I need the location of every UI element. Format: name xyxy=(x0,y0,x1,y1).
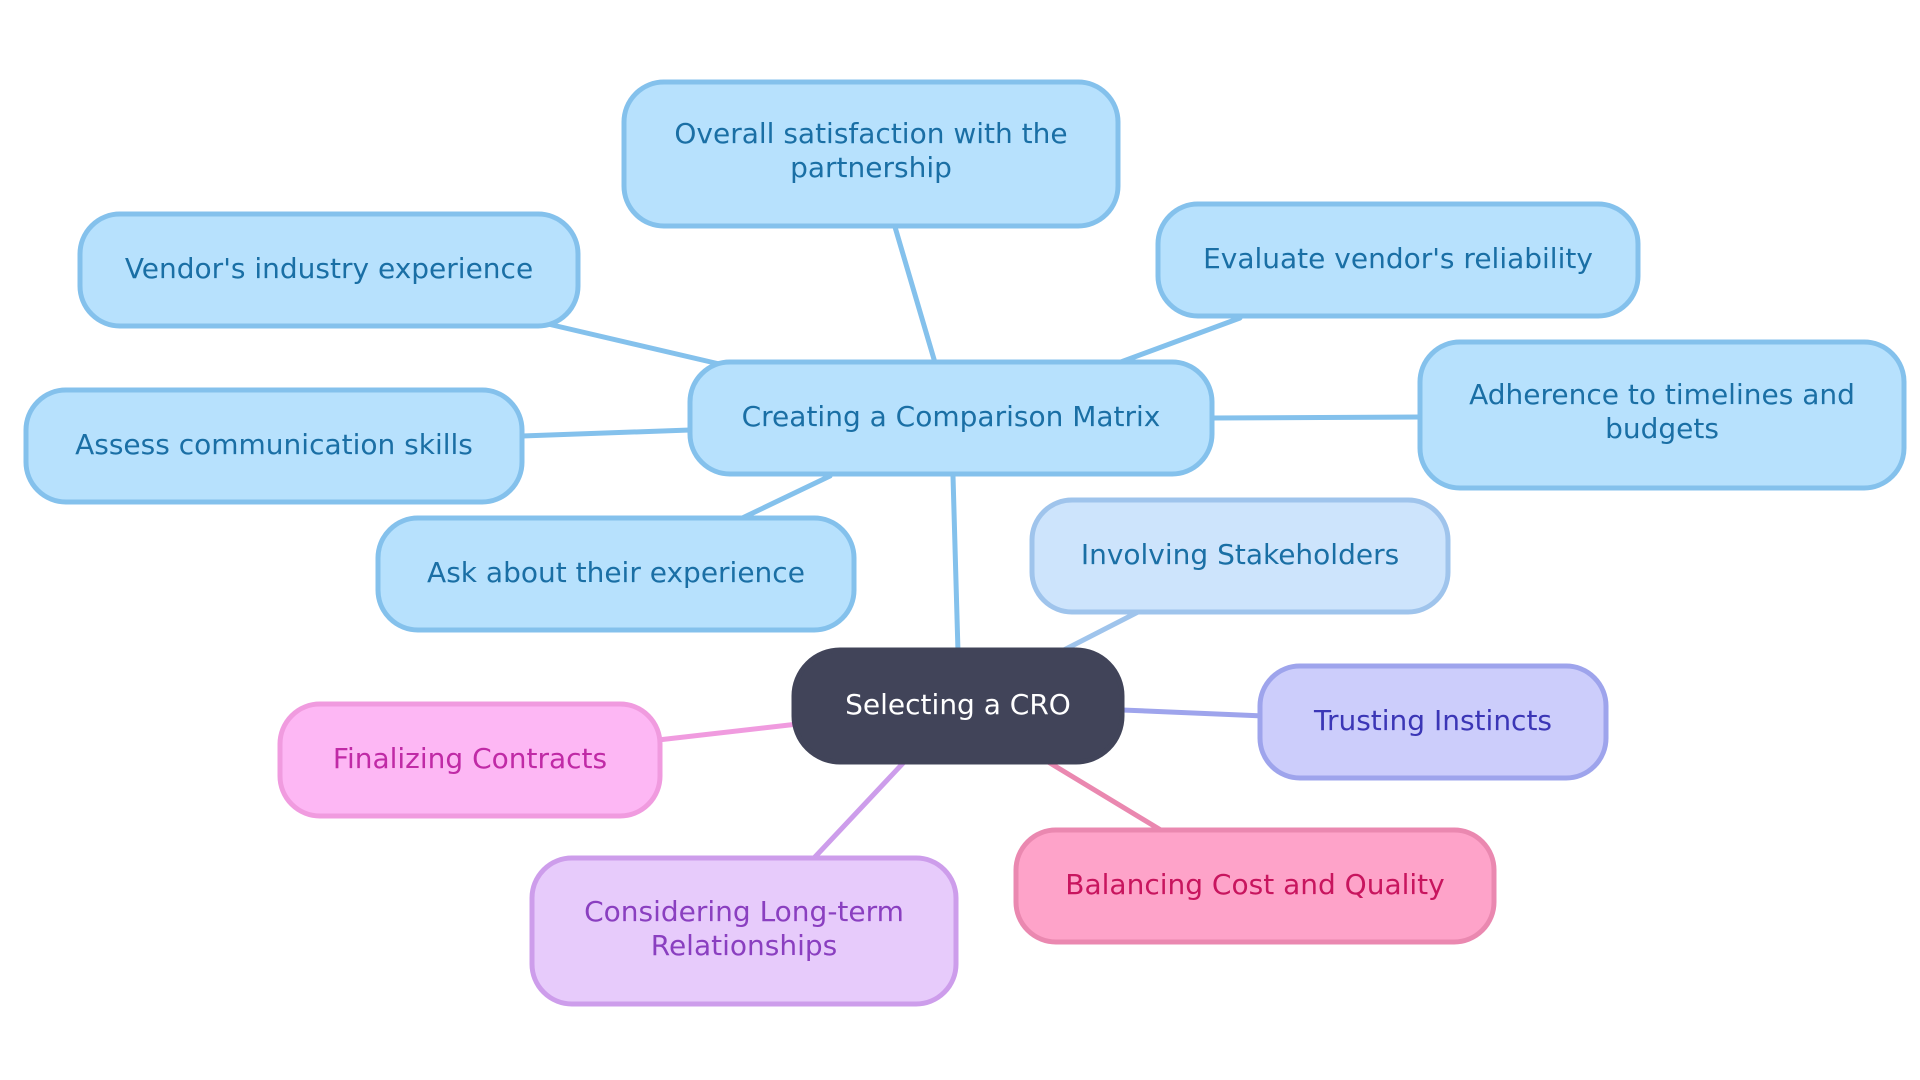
node-comparison: Creating a Comparison Matrix xyxy=(687,359,1215,477)
edge-comparison-satisfaction xyxy=(892,224,939,369)
node-box xyxy=(23,387,525,505)
node-cost-quality: Balancing Cost and Quality xyxy=(1013,827,1497,945)
node-box xyxy=(791,647,1125,765)
node-box xyxy=(529,855,959,1007)
edge-comparison-industry xyxy=(545,321,731,369)
node-label: Ask about their experience xyxy=(427,556,805,589)
node-label: Evaluate vendor's reliability xyxy=(1203,242,1593,275)
node-satisfaction: Overall satisfaction with the partnershi… xyxy=(621,79,1121,229)
node-box xyxy=(1155,201,1641,319)
node-reliability: Evaluate vendor's reliability xyxy=(1155,201,1641,319)
edge-comparison-communication xyxy=(519,427,693,439)
node-contracts: Finalizing Contracts xyxy=(277,701,663,819)
node-box xyxy=(77,211,581,329)
node-box xyxy=(1029,497,1451,615)
node-label: Trusting Instincts xyxy=(1313,704,1552,737)
edge-comparison-reliability xyxy=(1107,315,1243,369)
node-long-term: Considering Long-term Relationships xyxy=(529,855,959,1007)
node-label-line-2: Relationships xyxy=(651,929,837,962)
node-box xyxy=(1257,663,1609,781)
node-box xyxy=(277,701,663,819)
edge-root-long-term xyxy=(811,757,909,861)
node-label-line-1: Considering Long-term xyxy=(584,895,904,928)
node-box xyxy=(1013,827,1497,945)
node-industry: Vendor's industry experience xyxy=(77,211,581,329)
node-root: Selecting a CRO xyxy=(791,647,1125,765)
node-label-line-2: budgets xyxy=(1605,412,1719,445)
node-box xyxy=(1417,339,1907,491)
node-box xyxy=(621,79,1121,229)
node-label: Assess communication skills xyxy=(75,428,473,461)
edges xyxy=(519,224,1425,861)
node-label: Finalizing Contracts xyxy=(333,742,607,775)
node-label-line-1: Adherence to timelines and xyxy=(1469,378,1855,411)
node-box xyxy=(375,515,857,633)
node-label: Selecting a CRO xyxy=(845,688,1071,721)
node-timelines: Adherence to timelines and budgets xyxy=(1417,339,1907,491)
node-label: Creating a Comparison Matrix xyxy=(742,400,1161,433)
edge-root-contracts xyxy=(655,721,801,743)
node-box xyxy=(687,359,1215,477)
node-label: Vendor's industry experience xyxy=(125,252,533,285)
node-label-line-1: Overall satisfaction with the xyxy=(674,117,1067,150)
edge-comparison-timelines xyxy=(1209,414,1425,421)
edge-root-instincts xyxy=(1119,707,1267,719)
edge-root-comparison xyxy=(950,473,961,655)
node-stakeholders: Involving Stakeholders xyxy=(1029,497,1451,615)
edge-root-cost-quality xyxy=(1042,757,1167,835)
node-communication: Assess communication skills xyxy=(23,387,525,505)
edge-root-stakeholders xyxy=(1057,609,1141,655)
node-label: Balancing Cost and Quality xyxy=(1065,868,1444,901)
node-experience: Ask about their experience xyxy=(375,515,857,633)
node-label-line-2: partnership xyxy=(790,151,952,184)
node-label: Involving Stakeholders xyxy=(1081,538,1399,571)
edge-comparison-experience xyxy=(731,473,833,525)
node-instincts: Trusting Instincts xyxy=(1257,663,1609,781)
